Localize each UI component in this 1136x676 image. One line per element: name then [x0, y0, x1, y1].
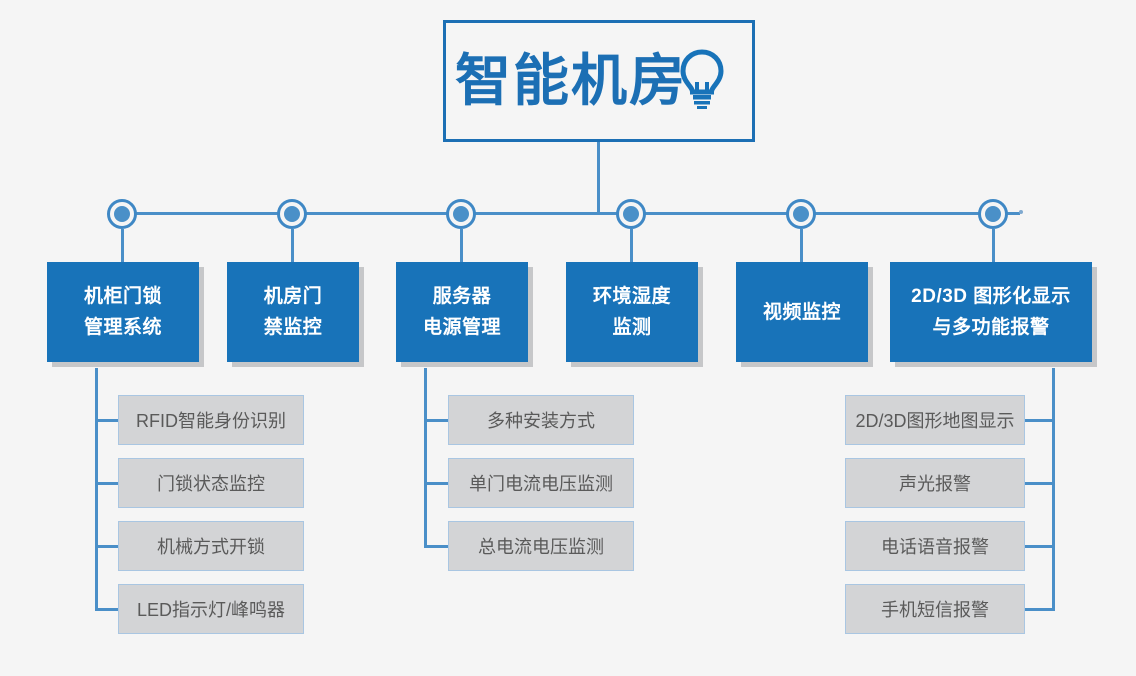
page-title: 智能机房: [455, 49, 687, 112]
branch-stem-graphic-alarm: [992, 229, 995, 262]
subitem-label: 机械方式开锁: [157, 537, 265, 557]
spine-end-dot: [1019, 210, 1023, 214]
subitem-label: 手机短信报警: [881, 600, 989, 620]
subitem-trunk-cabinet-lock: [95, 368, 98, 611]
subitem-graphic-alarm-2[interactable]: 电话语音报警: [845, 521, 1025, 571]
subitem-label: 2D/3D图形地图显示: [855, 411, 1015, 431]
branch-stem-video: [800, 229, 803, 262]
branch-node-video[interactable]: [786, 199, 816, 229]
branch-stem-cabinet-lock: [121, 229, 124, 262]
title-frame: [443, 20, 755, 142]
category-card-label: 环境湿度 监测: [592, 286, 671, 338]
subitem-connector-cabinet-lock-3: [98, 608, 118, 611]
category-card-label: 机柜门锁 管理系统: [83, 286, 162, 338]
category-card-label: 视频监控: [762, 301, 841, 323]
subitem-trunk-server-power: [424, 368, 427, 548]
subitem-label: LED指示灯/峰鸣器: [136, 600, 286, 620]
subitem-connector-cabinet-lock-1: [98, 482, 118, 485]
subitem-server-power-1[interactable]: 单门电流电压监测: [448, 458, 634, 508]
category-card-room-access[interactable]: 机房门 禁监控: [227, 262, 359, 362]
subitem-label: 门锁状态监控: [157, 474, 265, 494]
subitem-cabinet-lock-0[interactable]: RFID智能身份识别: [118, 395, 304, 445]
subitem-server-power-0[interactable]: 多种安装方式: [448, 395, 634, 445]
category-card-server-power[interactable]: 服务器 电源管理: [396, 262, 528, 362]
category-card-video[interactable]: 视频监控: [736, 262, 868, 362]
title-connector: [597, 142, 600, 214]
subitem-connector-cabinet-lock-2: [98, 545, 118, 548]
subitem-connector-cabinet-lock-0: [98, 419, 118, 422]
category-card-label: 机房门 禁监控: [263, 286, 323, 338]
category-card-label: 服务器 电源管理: [422, 286, 501, 338]
subitem-connector-graphic-alarm-3: [1025, 608, 1052, 611]
branch-node-graphic-alarm[interactable]: [978, 199, 1008, 229]
subitem-server-power-2[interactable]: 总电流电压监测: [448, 521, 634, 571]
branch-node-server-power[interactable]: [446, 199, 476, 229]
subitem-graphic-alarm-3[interactable]: 手机短信报警: [845, 584, 1025, 634]
subitem-connector-graphic-alarm-1: [1025, 482, 1052, 485]
subitem-connector-server-power-2: [427, 545, 448, 548]
horizontal-spine: [122, 212, 1020, 215]
subitem-label: 声光报警: [899, 474, 971, 494]
subitem-label: 单门电流电压监测: [469, 474, 613, 494]
subitem-label: 总电流电压监测: [478, 537, 604, 557]
subitem-label: RFID智能身份识别: [136, 411, 286, 431]
lightbulb-icon: [678, 48, 726, 110]
category-card-label: 2D/3D 图形化显示 与多功能报警: [911, 286, 1071, 338]
category-card-cabinet-lock[interactable]: 机柜门锁 管理系统: [47, 262, 199, 362]
subitem-graphic-alarm-0[interactable]: 2D/3D图形地图显示: [845, 395, 1025, 445]
subitem-label: 多种安装方式: [487, 411, 595, 431]
category-card-humidity[interactable]: 环境湿度 监测: [566, 262, 698, 362]
subitem-connector-server-power-1: [427, 482, 448, 485]
branch-node-room-access[interactable]: [277, 199, 307, 229]
subitem-cabinet-lock-2[interactable]: 机械方式开锁: [118, 521, 304, 571]
branch-stem-humidity: [630, 229, 633, 262]
branch-stem-server-power: [460, 229, 463, 262]
subitem-connector-graphic-alarm-0: [1025, 419, 1052, 422]
subitem-cabinet-lock-3[interactable]: LED指示灯/峰鸣器: [118, 584, 304, 634]
branch-node-cabinet-lock[interactable]: [107, 199, 137, 229]
category-card-graphic-alarm[interactable]: 2D/3D 图形化显示 与多功能报警: [890, 262, 1092, 362]
branch-node-humidity[interactable]: [616, 199, 646, 229]
subitem-trunk-graphic-alarm: [1052, 368, 1055, 611]
branch-stem-room-access: [291, 229, 294, 262]
subitem-cabinet-lock-1[interactable]: 门锁状态监控: [118, 458, 304, 508]
subitem-graphic-alarm-1[interactable]: 声光报警: [845, 458, 1025, 508]
subitem-connector-server-power-0: [427, 419, 448, 422]
subitem-connector-graphic-alarm-2: [1025, 545, 1052, 548]
subitem-label: 电话语音报警: [881, 537, 989, 557]
